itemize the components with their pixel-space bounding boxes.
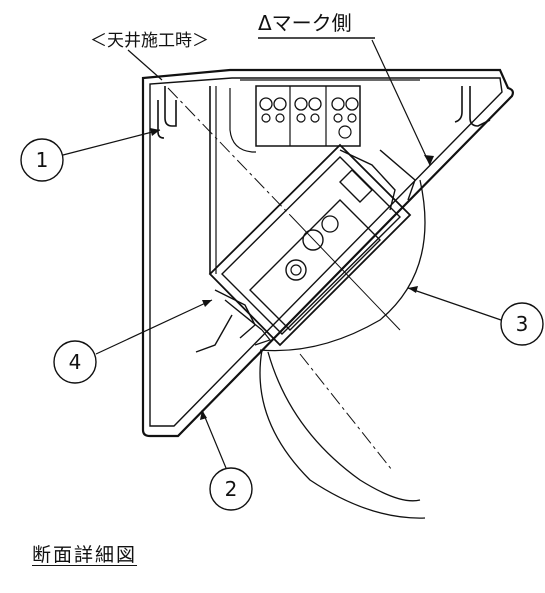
terminal-block xyxy=(229,79,420,153)
bracket-housing xyxy=(141,68,514,438)
mark-side-arrow xyxy=(424,155,434,165)
swing-arc-lower-inner xyxy=(267,351,421,502)
ceiling-note-leader xyxy=(127,49,163,81)
mark-side-label: Δマーク側 xyxy=(258,11,352,35)
section-caption: 断面詳細図 xyxy=(32,544,138,566)
device-body xyxy=(195,143,416,353)
center-line-upper xyxy=(167,87,291,216)
svg-text:2: 2 xyxy=(225,477,238,501)
swing-arc-lower xyxy=(259,349,426,519)
axis-line xyxy=(289,214,401,331)
callout-4: 4 xyxy=(53,299,213,384)
mark-side-leader xyxy=(371,39,431,166)
svg-text:1: 1 xyxy=(36,148,49,172)
svg-text:4: 4 xyxy=(69,350,82,374)
center-line-lower xyxy=(299,353,393,471)
swing-arc-right xyxy=(259,179,426,352)
callout-2: 2 xyxy=(200,409,253,511)
callout-3: 3 xyxy=(407,286,544,346)
callout-1: 1 xyxy=(20,128,161,182)
ceiling-note-label: ＜天井施工時＞ xyxy=(90,31,209,51)
svg-text:3: 3 xyxy=(516,312,529,336)
